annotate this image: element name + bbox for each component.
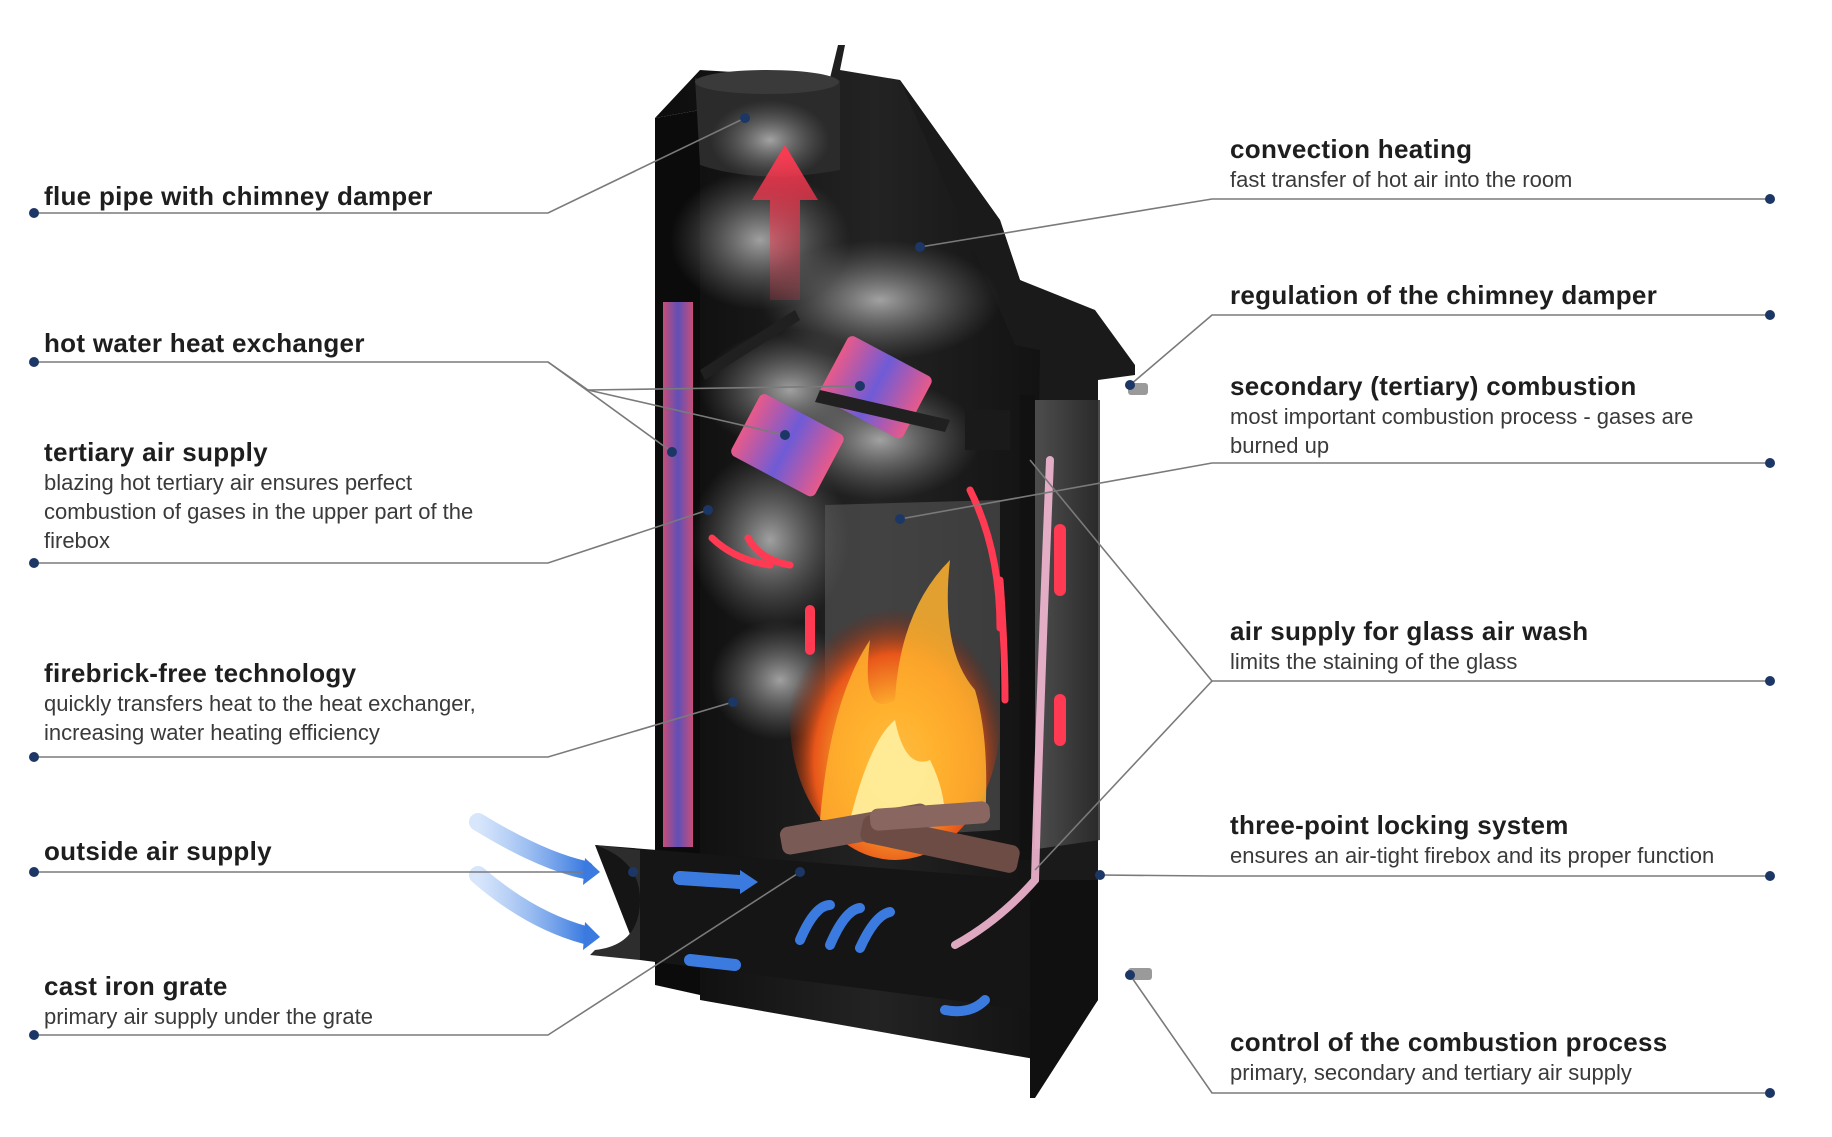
label-convection-heating: convection heating fast transfer of hot … bbox=[1230, 133, 1790, 194]
label-outside-air-supply: outside air supply bbox=[44, 835, 544, 867]
red-up-arrow-icon bbox=[752, 145, 818, 300]
label-three-point-locking: three-point locking system ensures an ai… bbox=[1230, 809, 1790, 870]
baffle bbox=[815, 390, 950, 432]
label-title: tertiary air supply bbox=[44, 437, 268, 467]
label-title: control of the combustion process bbox=[1230, 1027, 1668, 1057]
baffle bbox=[700, 310, 800, 380]
label-title: cast iron grate bbox=[44, 971, 228, 1001]
label-flue-pipe: flue pipe with chimney damper bbox=[44, 180, 544, 212]
air-intake-duct bbox=[590, 845, 640, 960]
label-description: primary air supply under the grate bbox=[44, 1004, 373, 1029]
label-combustion-control: control of the combustion process primar… bbox=[1230, 1026, 1790, 1087]
flue-pipe-opening bbox=[695, 70, 839, 94]
label-description: limits the staining of the glass bbox=[1230, 649, 1518, 674]
label-title: convection heating bbox=[1230, 134, 1473, 164]
label-regulation-chimney-damper: regulation of the chimney damper bbox=[1230, 279, 1790, 311]
label-description: fast transfer of hot air into the room bbox=[1230, 167, 1573, 192]
label-hot-water-heat-exchanger: hot water heat exchanger bbox=[44, 327, 544, 359]
label-title: air supply for glass air wash bbox=[1230, 616, 1589, 646]
label-description: most important combustion process - gase… bbox=[1230, 404, 1694, 458]
label-title: hot water heat exchanger bbox=[44, 328, 365, 358]
red-arrow-icon bbox=[708, 456, 1066, 949]
leader-lines bbox=[34, 117, 1770, 1094]
label-title: regulation of the chimney damper bbox=[1230, 280, 1658, 310]
label-secondary-combustion: secondary (tertiary) combustion most imp… bbox=[1230, 370, 1720, 460]
label-description: quickly transfers heat to the heat excha… bbox=[44, 691, 476, 745]
label-title: outside air supply bbox=[44, 836, 272, 866]
base-plate bbox=[1030, 880, 1098, 1098]
blue-arrow-head bbox=[740, 870, 758, 894]
blue-arrow-head bbox=[583, 922, 600, 950]
label-title: secondary (tertiary) combustion bbox=[1230, 371, 1637, 401]
door-frame bbox=[1020, 395, 1035, 860]
blue-arrow-head bbox=[583, 858, 600, 885]
label-title: firebrick-free technology bbox=[44, 658, 357, 688]
label-description: blazing hot tertiary air ensures perfect… bbox=[44, 470, 474, 553]
label-tertiary-air-supply: tertiary air supply blazing hot tertiary… bbox=[44, 436, 484, 555]
baffle bbox=[965, 410, 1010, 450]
label-firebrick-free: firebrick-free technology quickly transf… bbox=[44, 657, 514, 747]
leader-dots bbox=[29, 113, 1775, 1098]
fire-flame-icon bbox=[790, 560, 1000, 860]
blue-arrow-icon bbox=[469, 813, 990, 1017]
label-title: flue pipe with chimney damper bbox=[44, 181, 433, 211]
label-glass-air-wash: air supply for glass air wash limits the… bbox=[1230, 615, 1790, 676]
label-title: three-point locking system bbox=[1230, 810, 1569, 840]
label-description: primary, secondary and tertiary air supp… bbox=[1230, 1060, 1632, 1085]
logs bbox=[779, 801, 1020, 873]
heat-exchanger-bar bbox=[663, 302, 693, 847]
label-description: ensures an air-tight firebox and its pro… bbox=[1230, 843, 1715, 868]
label-cast-iron-grate: cast iron grate primary air supply under… bbox=[44, 970, 544, 1031]
